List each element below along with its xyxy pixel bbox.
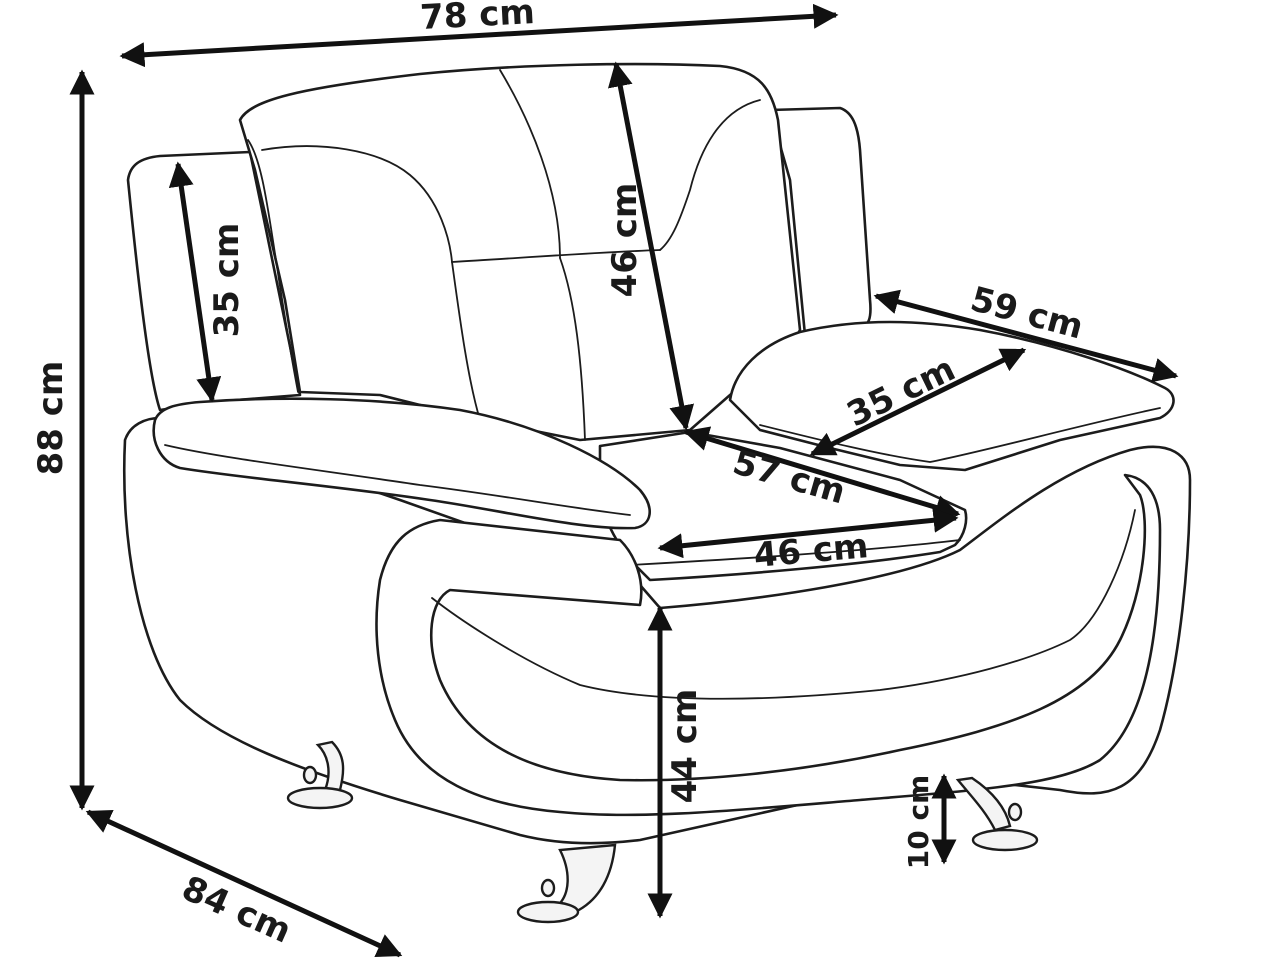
label-overall-height: 88 cm <box>31 361 71 476</box>
leg-back-right <box>955 776 1039 852</box>
arrow-seat-depth <box>683 426 961 520</box>
backrest-piping <box>247 139 299 393</box>
label-seat-height: 44 cm <box>665 689 705 804</box>
front-panel-inner-piping <box>431 509 1136 700</box>
dimension-arrows <box>69 3 1179 958</box>
right-armrest-cushion <box>728 320 1175 472</box>
label-seat-width: 46 cm <box>752 526 870 576</box>
arrow-overall-width <box>119 3 839 68</box>
label-leg-height: 10 cm <box>902 775 935 870</box>
backrest-lower-left-seam <box>451 261 481 421</box>
arrow-seat-width <box>657 507 959 559</box>
arrow-armrest-length <box>873 289 1179 383</box>
front-arm-panel <box>375 473 1162 817</box>
left-armrest-cushion <box>152 397 651 530</box>
armchair-illustration <box>122 62 1192 924</box>
leg-back-left <box>286 740 354 810</box>
label-backrest-height: 46 cm <box>605 183 645 298</box>
backrest-top-cushion-seam <box>261 145 453 263</box>
backrest <box>238 62 802 442</box>
arrow-armrest-height <box>168 161 222 403</box>
leg-front <box>516 843 617 924</box>
arrow-backrest-height <box>607 61 695 431</box>
backrest-vertical-seam-1 <box>499 69 561 259</box>
label-armrest-height: 35 cm <box>207 223 247 338</box>
left-armrest-piping <box>164 444 631 516</box>
label-overall-width: 78 cm <box>419 0 536 38</box>
backrest-vertical-seam-2 <box>559 257 586 441</box>
arrow-overall-depth <box>85 809 403 958</box>
